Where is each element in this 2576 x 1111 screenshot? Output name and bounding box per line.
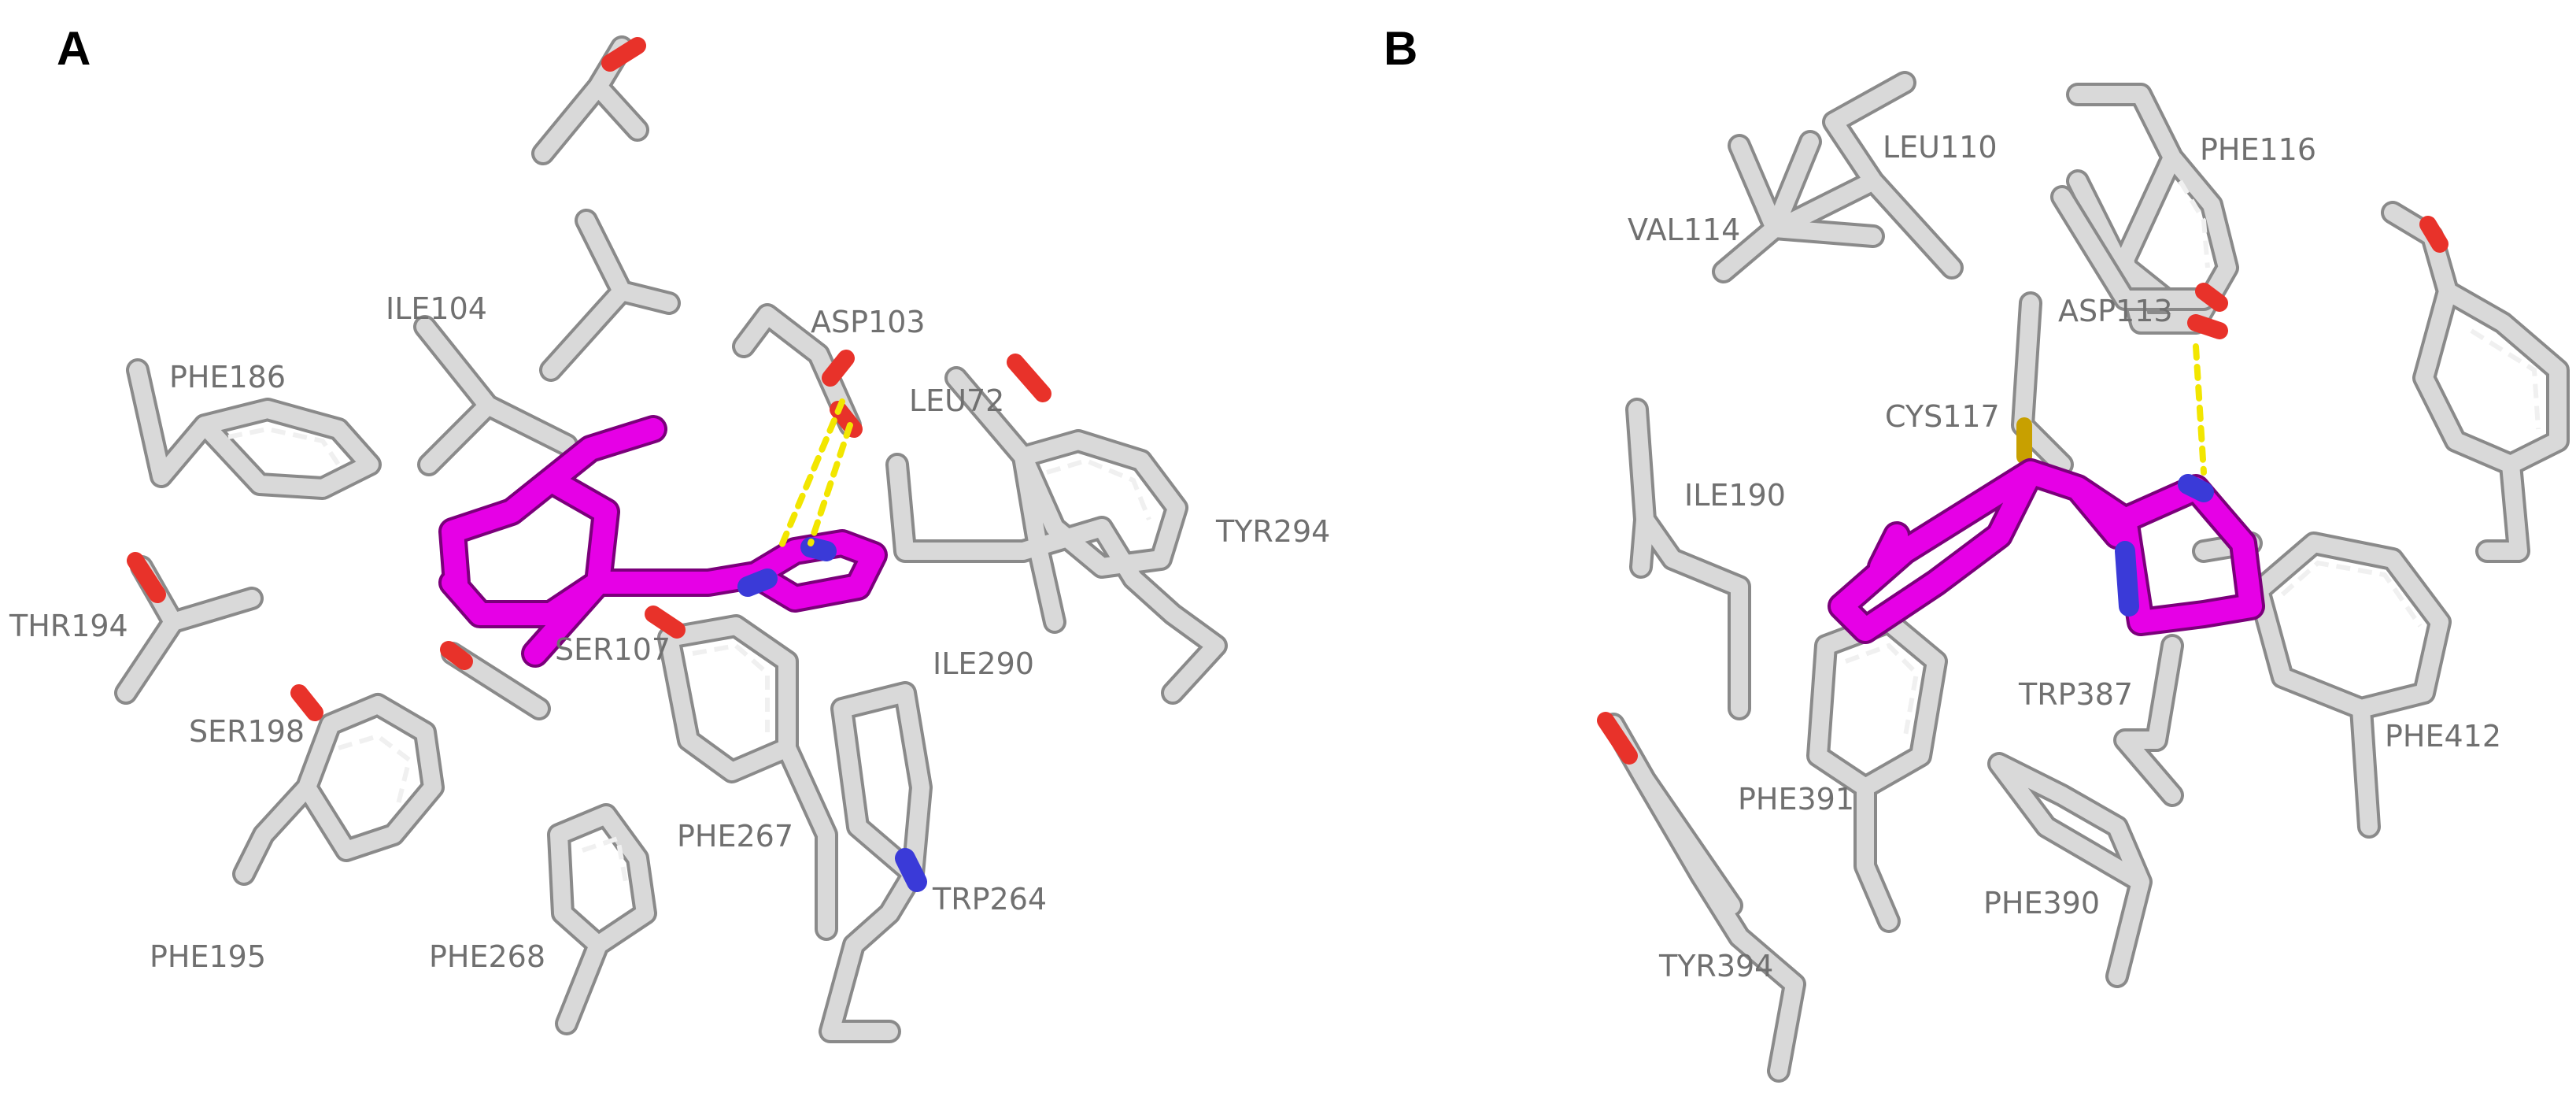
label-phe267: PHE267 <box>677 819 793 854</box>
panel-a: A <box>9 22 1330 1043</box>
label-trp264: TRP264 <box>932 882 1047 917</box>
panel-a-phe268 <box>547 803 657 1035</box>
panel-b-phe412 <box>2247 531 2452 839</box>
panel-b-trp387 <box>2113 531 2263 807</box>
label-ile104: ILE104 <box>386 291 487 326</box>
label-leu72: LEU72 <box>909 383 1004 418</box>
label-phe195: PHE195 <box>150 939 266 974</box>
label-ile190: ILE190 <box>1684 478 1786 513</box>
label-phe268: PHE268 <box>429 939 545 974</box>
panel-b-leu110-val114 <box>1712 71 1964 283</box>
panel-a-thr194 <box>114 552 264 705</box>
panel-a-phe195-ring <box>232 684 445 886</box>
label-tyr294: TYR294 <box>1215 514 1330 549</box>
panel-b-phe390 <box>1987 752 2153 988</box>
panel-a-ser107 <box>440 641 551 720</box>
label-phe390: PHE390 <box>1983 886 2100 920</box>
panel-a-phe267 <box>645 605 838 941</box>
label-ser107: SER107 <box>555 632 671 667</box>
label-phe186: PHE186 <box>169 360 286 394</box>
panel-a-ile104-lower <box>413 315 578 476</box>
label-phe412: PHE412 <box>2385 719 2501 754</box>
panel-b: B <box>1384 22 2570 1083</box>
panel-b-cys117 <box>2011 291 2074 476</box>
label-phe116: PHE116 <box>2200 132 2316 167</box>
panel-b-tyr394 <box>1597 712 1806 1083</box>
panel-b-letter: B <box>1384 22 1417 75</box>
panel-a-ile104-upper <box>539 209 681 382</box>
panel-a-trp264 <box>819 681 933 1043</box>
panel-a-ligand <box>438 415 888 668</box>
label-thr194: THR194 <box>9 609 128 643</box>
panel-a-hbonds <box>776 398 853 554</box>
label-ser198: SER198 <box>189 714 305 749</box>
label-trp387: TRP387 <box>2018 677 2133 712</box>
panel-b-asp113 <box>2050 185 2228 339</box>
label-asp103: ASP103 <box>811 305 926 339</box>
panel-a-letter: A <box>57 22 91 75</box>
label-tyr394: TYR394 <box>1658 949 1773 983</box>
panel-b-ile190 <box>1625 398 1751 720</box>
label-phe391: PHE391 <box>1738 782 1854 817</box>
panel-a-phe186 <box>126 358 382 500</box>
panel-b-ligand <box>1828 458 2265 644</box>
label-cys117: CYS117 <box>1885 399 2000 434</box>
panel-b-hbond <box>2193 343 2207 476</box>
label-ile290: ILE290 <box>933 646 1034 681</box>
panel-a-leu72-tyr294 <box>885 354 1228 705</box>
label-asp113: ASP113 <box>2058 294 2173 328</box>
label-val114: VAL114 <box>1628 213 1740 247</box>
panel-a-residue-top <box>531 35 649 165</box>
panel-b-tyr-right <box>2381 201 2570 563</box>
label-leu110: LEU110 <box>1883 130 1998 165</box>
panel-b-phe391 <box>1806 610 1948 933</box>
